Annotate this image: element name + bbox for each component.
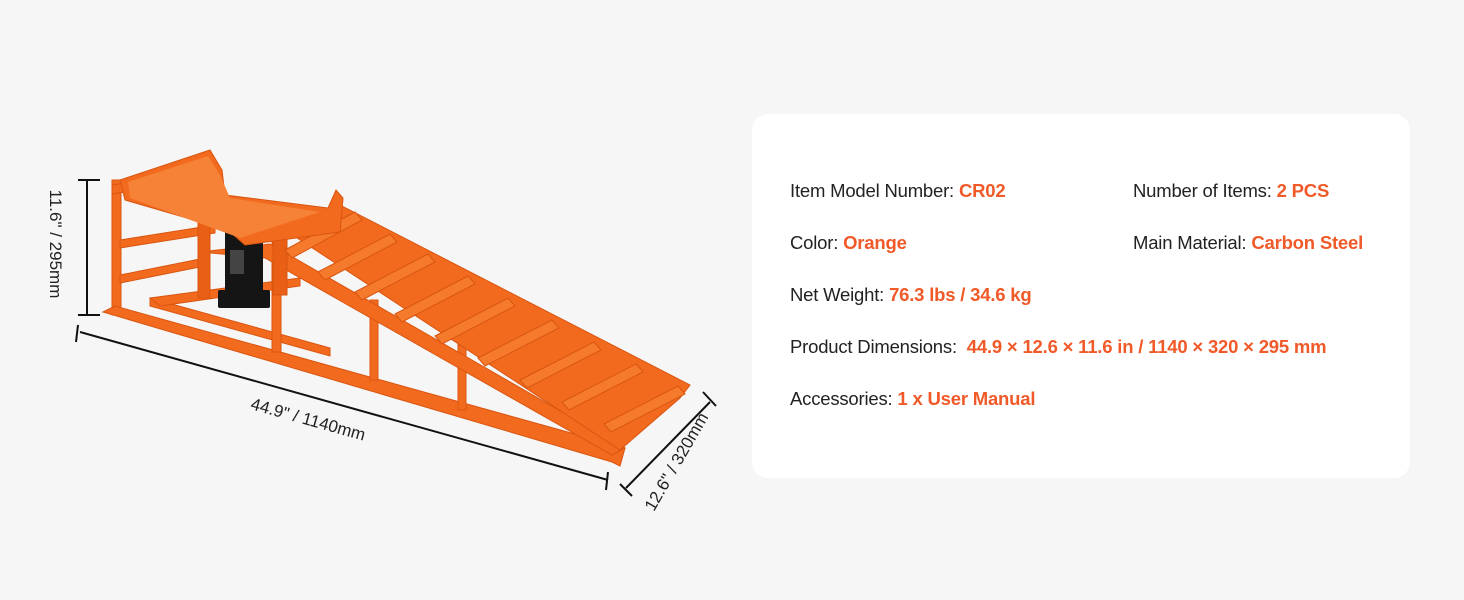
car-ramp-product-image bbox=[75, 149, 717, 497]
spec-label: Color: bbox=[790, 232, 844, 253]
spec-label: Number of Items: bbox=[1133, 180, 1277, 201]
spec-value: 76.3 lbs / 34.6 kg bbox=[889, 284, 1032, 305]
height-dimension-label: 11.6" / 295mm bbox=[46, 189, 65, 299]
spec-main-material: Main Material: Carbon Steel bbox=[1133, 232, 1363, 254]
spec-color: Color: Orange bbox=[790, 232, 907, 254]
spec-label: Main Material: bbox=[1133, 232, 1252, 253]
ramp-rungs bbox=[284, 211, 686, 433]
spec-label: Net Weight: bbox=[790, 284, 890, 305]
bottle-jack bbox=[218, 228, 270, 308]
spec-model-number: Item Model Number: CR02 bbox=[790, 180, 1006, 202]
spec-value: 1 x User Manual bbox=[897, 388, 1036, 409]
spec-accessories: Accessories: 1 x User Manual bbox=[790, 388, 1035, 410]
spec-value: 44.9 × 12.6 × 11.6 in / 1140 × 320 × 295… bbox=[966, 336, 1327, 357]
spec-value: CR02 bbox=[958, 180, 1006, 201]
specifications-card: Item Model Number: CR02 Number of Items:… bbox=[752, 114, 1410, 478]
spec-number-of-items: Number of Items: 2 PCS bbox=[1133, 180, 1329, 202]
spec-label: Item Model Number: bbox=[790, 180, 959, 201]
spec-value: Orange bbox=[843, 232, 907, 253]
spec-value: 2 PCS bbox=[1276, 180, 1330, 201]
spec-label: Product Dimensions: bbox=[790, 336, 967, 357]
lift-platform bbox=[119, 149, 344, 246]
spec-label: Accessories: bbox=[790, 388, 898, 409]
spec-net-weight: Net Weight: 76.3 lbs / 34.6 kg bbox=[790, 284, 1032, 306]
dimension-lines bbox=[75, 179, 717, 497]
spec-value: Carbon Steel bbox=[1251, 232, 1364, 253]
spec-product-dimensions: Product Dimensions: 44.9 × 12.6 × 11.6 i… bbox=[790, 336, 1327, 358]
